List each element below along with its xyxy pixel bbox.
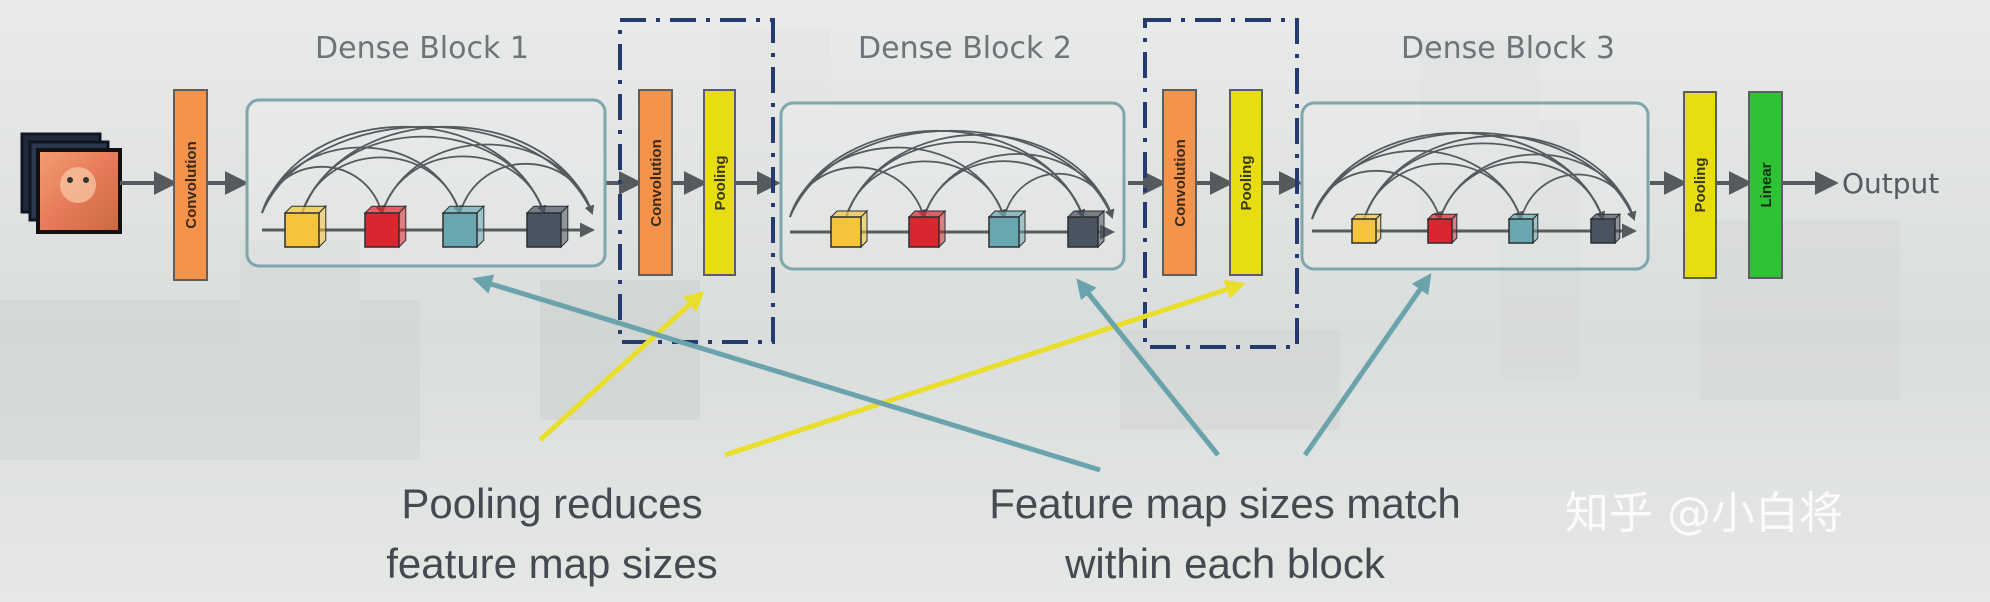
dense-block-1: Dense Block 1 [245, 31, 607, 268]
feature-cube [1426, 212, 1459, 245]
svg-text:Pooling: Pooling [1238, 156, 1255, 211]
layer-convolution-2: Convolution [638, 89, 673, 276]
input-image-stack [20, 132, 122, 234]
skip-connection-arc [1520, 173, 1637, 221]
layer-convolution-3: Convolution [1162, 89, 1197, 276]
layer-convolution-1: Convolution [173, 89, 208, 281]
output-label: Output [1842, 167, 1939, 200]
dense-block-border [1300, 101, 1650, 271]
skip-connection-arc [459, 162, 595, 215]
watermark: 知乎 @小白将 [1565, 488, 1843, 539]
dense-block-title: Dense Block 3 [1401, 31, 1615, 66]
svg-text:Linear: Linear [1758, 162, 1775, 207]
skip-connection-arc [1363, 134, 1636, 221]
transition-box-1 [618, 18, 775, 344]
caption-pooling: Pooling reduces feature map sizes [386, 480, 718, 587]
svg-text:feature map sizes: feature map sizes [386, 540, 718, 587]
layer-pooling-1: Pooling [703, 89, 736, 276]
dense-block-2-internals [789, 129, 1115, 249]
feature-pointer-arrows [472, 273, 1432, 473]
dense-block-internals [261, 125, 1637, 249]
svg-text:Pooling: Pooling [1692, 158, 1709, 213]
svg-text:Convolution: Convolution [1172, 139, 1189, 226]
pooling-pointer-arrows [538, 279, 1246, 458]
skip-connection-arc [845, 133, 1114, 219]
svg-text:Pooling reduces: Pooling reduces [401, 480, 702, 527]
dense-block-border [245, 98, 607, 268]
dense-block-3-internals [1311, 131, 1637, 245]
transition-box-2 [1143, 18, 1299, 349]
feature-cube [283, 204, 328, 249]
svg-text:Convolution: Convolution [183, 141, 200, 228]
caption-feature: Feature map sizes match within each bloc… [989, 480, 1461, 587]
svg-text:Pooling: Pooling [712, 156, 729, 211]
layer-linear: Linear [1748, 91, 1783, 279]
feature-cube [1066, 209, 1106, 249]
layer-pooling-2: Pooling [1229, 89, 1263, 276]
svg-text:within each block: within each block [1064, 540, 1386, 587]
feature-cube [525, 204, 570, 249]
feature-cube [1350, 212, 1383, 245]
skip-connection-arc [261, 125, 594, 215]
layer-pooling-3: Pooling [1683, 91, 1717, 279]
svg-text:Convolution: Convolution [648, 139, 665, 226]
feature-cube [829, 209, 869, 249]
dense-block-title: Dense Block 1 [315, 31, 529, 66]
dense-block-1-internals [261, 125, 595, 249]
dense-block-title: Dense Block 2 [858, 31, 1072, 66]
svg-text:Feature map sizes match: Feature map sizes match [989, 480, 1461, 527]
feature-cube [441, 204, 486, 249]
feature-cube [907, 209, 947, 249]
feature-cube [987, 209, 1027, 249]
skip-connection-arc [1003, 172, 1115, 219]
feature-cube [1507, 212, 1540, 245]
feature-cube [1589, 212, 1622, 245]
feature-cube [363, 204, 408, 249]
